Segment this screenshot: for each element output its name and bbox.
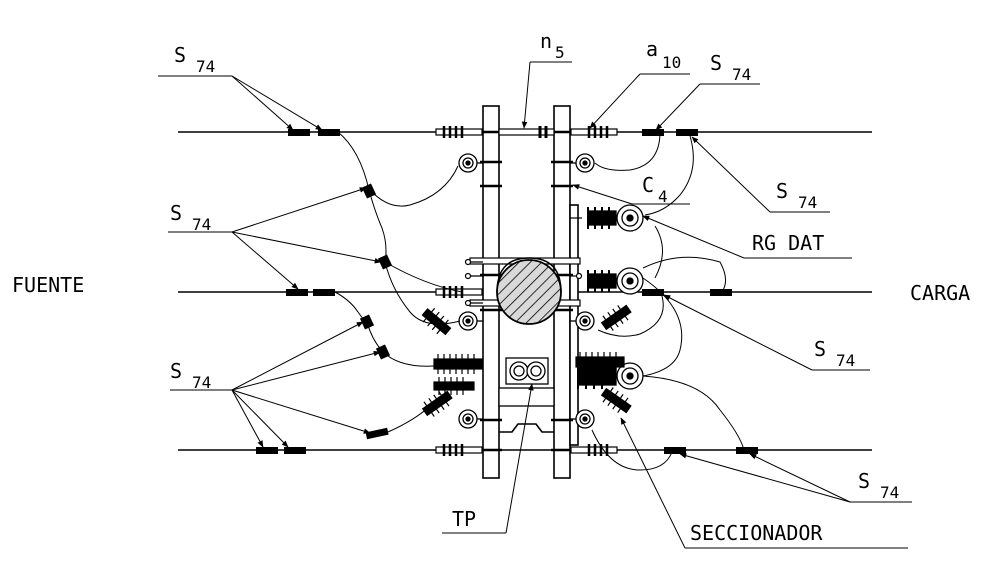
label-s74-sub: 74 [880,483,899,502]
connector [676,129,698,136]
label-s74: S [710,51,722,75]
leader-lines [158,61,912,549]
label-s74: S [858,469,870,493]
label-carga: CARGA [910,281,970,305]
labels: FUENTE CARGA n 5 a 10 C 4 RG DAT TP SECC… [12,29,970,545]
connector [365,427,389,440]
connector [318,129,340,136]
pin-insulator [458,153,483,173]
connector [642,289,664,296]
connector [642,129,664,136]
label-s74: S [174,43,186,67]
arrester-diag-right-low [600,387,632,414]
pin-insulator [570,409,595,429]
pin-insulators [458,153,595,429]
label-s74: S [814,337,826,361]
insulator-bottom-left [435,444,483,456]
label-s74: S [170,201,182,225]
arrester-diag-left-mid [421,307,452,336]
label-a10-sub: 10 [662,53,681,72]
insulator-top-right [570,126,618,138]
pin-insulator [458,311,483,331]
regulator-bushing-upper [587,204,644,232]
label-s74-sub: 74 [798,193,817,212]
label-s74-sub: 74 [192,373,211,392]
regulator-bushing-lower [577,362,644,390]
connector [664,447,686,454]
insulator-bottom-right [570,444,618,456]
connector [256,447,278,454]
arrester-diag-right-mid [600,304,632,331]
connector [710,289,732,296]
arrester-left-2 [433,377,475,395]
label-s74-sub: 74 [196,57,215,76]
label-a10: a [646,37,658,61]
insulator-top-left [435,126,483,138]
label-s74-sub: 74 [732,65,751,84]
connector [288,129,310,136]
connector [286,289,308,296]
label-s74-sub: 74 [192,215,211,234]
label-fuente: FUENTE [12,273,84,297]
label-rg-dat: RG DAT [752,231,824,255]
connector [284,447,306,454]
label-tp: TP [452,507,476,531]
jumper-n5 [498,126,555,138]
pin-insulator [570,311,595,331]
hardware-stubs [464,217,583,307]
label-n5: n [540,29,552,53]
label-seccionador: SECCIONADOR [690,521,823,545]
label-s74: S [776,179,788,203]
label-c4: C [642,173,654,197]
pin-insulator [458,409,483,429]
regulator-bushing-middle [587,267,644,295]
label-c4-sub: 4 [658,187,668,206]
connector [313,289,335,296]
label-n5-sub: 5 [555,43,565,62]
arrester-left-1 [433,354,483,374]
label-s74-sub: 74 [836,351,855,370]
pin-insulator [570,153,595,173]
current-transformer-tp [498,357,555,433]
connector [736,447,758,454]
regulator-units [577,204,644,390]
arrester-right-1 [575,352,625,372]
label-s74: S [170,359,182,383]
arrester-diag-left-low [421,390,453,417]
surge-arresters [421,304,632,417]
pole-bands [480,130,573,452]
